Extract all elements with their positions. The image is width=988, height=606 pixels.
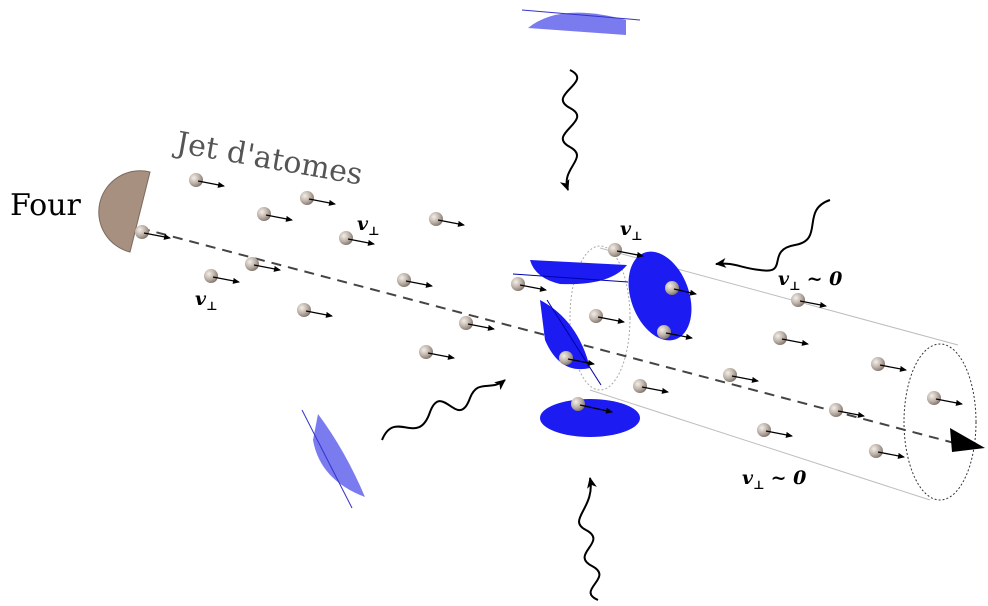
photon-arrow-top xyxy=(559,69,579,191)
velocity-arrow xyxy=(253,264,281,272)
velocity-arrow xyxy=(935,398,963,406)
atom xyxy=(459,316,473,330)
atom xyxy=(257,207,271,221)
beam-axis-arrowhead xyxy=(950,428,985,452)
cylinder-end xyxy=(903,343,977,501)
atom xyxy=(559,351,573,365)
velocity-arrow xyxy=(265,214,293,222)
atom xyxy=(339,231,353,245)
velocity-arrow xyxy=(308,198,336,206)
velocity-arrow xyxy=(665,332,693,340)
oven xyxy=(98,170,151,253)
atom xyxy=(189,173,203,187)
atoms xyxy=(135,173,963,459)
atom xyxy=(773,331,787,345)
atom xyxy=(723,368,737,382)
velocity-arrow xyxy=(877,451,905,459)
velocity-arrow xyxy=(673,288,697,296)
velocity-arrow xyxy=(305,310,333,318)
velocity-arrow xyxy=(197,180,225,188)
velocity-arrow xyxy=(467,323,495,331)
velocity-arrow xyxy=(616,250,644,258)
atom xyxy=(419,345,433,359)
atom xyxy=(608,243,622,257)
velocity-arrow xyxy=(427,352,455,360)
atom xyxy=(429,212,443,226)
photon-arrow-right xyxy=(715,199,831,272)
atom xyxy=(135,225,149,239)
svg-text:v⊥: v⊥ xyxy=(620,218,643,243)
photon-arrow-left xyxy=(381,379,506,441)
v-perp-zero-label-1: v⊥~ 0 xyxy=(778,268,842,293)
v-perp-zero-label-2: v⊥~ 0 xyxy=(742,467,806,492)
velocity-arrow xyxy=(837,410,865,418)
velocity-arrow xyxy=(437,219,465,227)
atom xyxy=(633,379,647,393)
velocity-arrow xyxy=(143,232,171,240)
velocity-arrow xyxy=(781,338,809,346)
atom xyxy=(511,277,525,291)
oven-label: Four xyxy=(10,188,82,223)
atom xyxy=(204,269,218,283)
atom xyxy=(300,191,314,205)
velocity-arrow xyxy=(519,284,547,292)
velocity-arrow xyxy=(879,364,907,372)
atom xyxy=(397,273,411,287)
bottom-left-lens xyxy=(301,409,365,509)
atom xyxy=(657,325,671,339)
top-lens xyxy=(521,9,641,35)
v-perp-label-2: v⊥ xyxy=(195,288,218,313)
svg-text:v⊥: v⊥ xyxy=(195,288,218,313)
velocity-arrow xyxy=(567,358,595,366)
svg-text:v⊥~ 0: v⊥~ 0 xyxy=(778,268,842,293)
atom xyxy=(665,281,679,295)
velocity-arrow xyxy=(347,238,375,246)
atom xyxy=(791,293,805,307)
atom xyxy=(245,257,259,271)
velocity-arrow xyxy=(405,280,433,288)
velocity-arrow xyxy=(597,316,625,324)
atom xyxy=(757,423,771,437)
atom xyxy=(869,444,883,458)
velocity-arrow xyxy=(212,276,240,284)
photon-arrows xyxy=(381,69,831,601)
v-perp-label-1: v⊥ xyxy=(357,213,380,238)
svg-text:v⊥: v⊥ xyxy=(357,213,380,238)
velocity-arrow xyxy=(765,430,793,438)
svg-text:v⊥~ 0: v⊥~ 0 xyxy=(742,467,806,492)
velocity-arrow xyxy=(579,404,613,414)
atom xyxy=(589,309,603,323)
velocity-arrow xyxy=(731,375,759,383)
velocity-arrow xyxy=(641,386,669,394)
laser-beam-discs xyxy=(512,251,692,437)
photon-arrow-bottom xyxy=(578,477,601,601)
v-perp-label-3: v⊥ xyxy=(620,218,643,243)
velocity-arrow xyxy=(799,300,827,308)
atom xyxy=(571,397,585,411)
atom xyxy=(829,403,843,417)
atom xyxy=(871,357,885,371)
atom xyxy=(297,303,311,317)
atom xyxy=(927,391,941,405)
